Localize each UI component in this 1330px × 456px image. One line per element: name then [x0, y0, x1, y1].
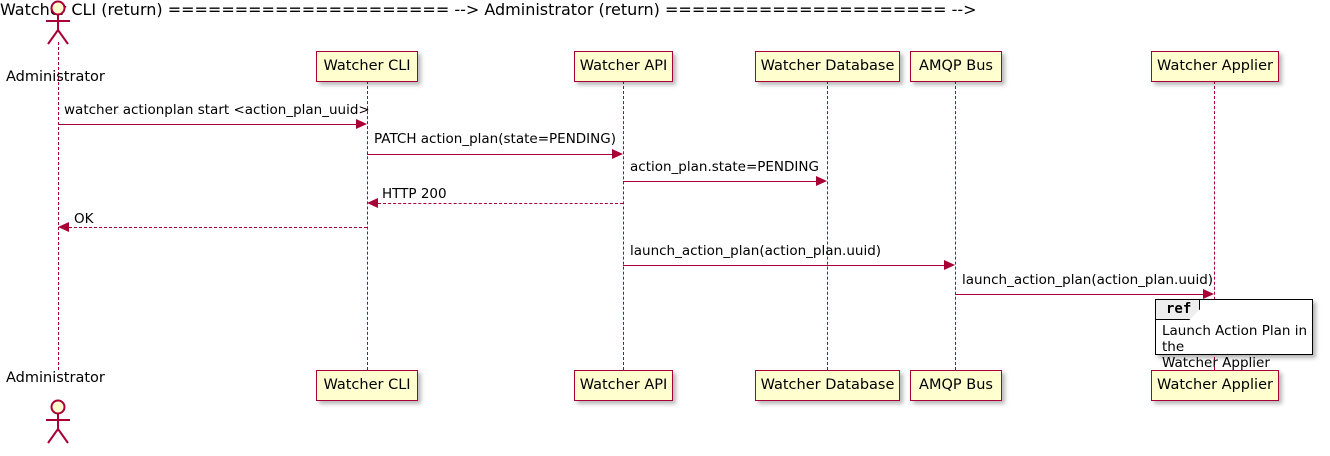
message-label-1: watcher actionplan start <action_plan_uu… [64, 102, 370, 118]
participant-box-watcher-api-top[interactable]: Watcher API [574, 51, 673, 82]
actor-label-administrator-top: Administrator [6, 69, 105, 85]
lifeline-administrator [58, 42, 59, 370]
ref-fragment-text-line2: Watcher Applier [1162, 355, 1270, 371]
message-label-6: launch_action_plan(action_plan.uuid) [630, 243, 882, 259]
ref-fragment-text: Launch Action Plan in the Watcher Applie… [1162, 323, 1312, 371]
participant-label-watcher-api-top: Watcher API [579, 58, 668, 74]
message-line-3 [623, 181, 816, 182]
message-line-2 [367, 154, 612, 155]
actor-stick-figure-icon [46, 0, 70, 45]
participant-label-watcher-database-top: Watcher Database [760, 58, 895, 74]
ref-fragment-box[interactable]: ref Launch Action Plan in the Watcher Ap… [1155, 299, 1313, 371]
message-label-7: launch_action_plan(action_plan.uuid) [962, 272, 1214, 288]
message-arrowhead-3 [816, 176, 827, 186]
participant-label-watcher-database-bottom: Watcher Database [760, 377, 895, 393]
participant-label-watcher-api-bottom: Watcher API [579, 377, 668, 393]
lifeline-watcher-applier [1214, 81, 1215, 370]
message-arrowhead-4 [367, 198, 378, 208]
participant-box-watcher-api-bottom[interactable]: Watcher API [574, 370, 673, 401]
participant-label-amqp-bus-top: AMQP Bus [919, 58, 993, 74]
lifeline-watcher-api [623, 81, 624, 370]
message-arrowhead-2 [612, 149, 623, 159]
participant-box-watcher-applier-top[interactable]: Watcher Applier [1151, 51, 1279, 82]
participant-box-watcher-cli-top[interactable]: Watcher CLI [316, 51, 418, 82]
message-label-3: action_plan.state=PENDING [630, 159, 819, 175]
message-label-4: HTTP 200 [382, 186, 447, 202]
message-arrowhead-1 [356, 119, 367, 129]
ref-fragment-text-line1: Launch Action Plan in the [1162, 323, 1308, 355]
actor-stick-figure-icon [46, 399, 70, 444]
ref-fragment-tab: ref [1156, 300, 1200, 320]
actor-administrator-bottom [35, 399, 81, 445]
participant-label-watcher-cli-bottom: Watcher CLI [323, 377, 411, 393]
message-line-6 [623, 265, 944, 266]
participant-label-watcher-cli-top: Watcher CLI [323, 58, 411, 74]
participant-box-watcher-applier-bottom[interactable]: Watcher Applier [1151, 370, 1279, 401]
participant-box-amqp-bus-top[interactable]: AMQP Bus [910, 51, 1002, 82]
lifeline-amqp-bus [955, 81, 956, 370]
message-line-5 [69, 227, 367, 228]
participant-label-amqp-bus-bottom: AMQP Bus [919, 377, 993, 393]
message-label-2: PATCH action_plan(state=PENDING) [374, 131, 616, 147]
message-arrowhead-7 [1203, 289, 1214, 299]
lifeline-watcher-cli [367, 81, 368, 370]
message-label-5: OK [74, 211, 94, 227]
participant-label-watcher-applier-top: Watcher Applier [1157, 58, 1273, 74]
participant-label-watcher-applier-bottom: Watcher Applier [1157, 377, 1273, 393]
participant-box-watcher-database-bottom[interactable]: Watcher Database [755, 370, 900, 401]
message-line-4 [378, 203, 623, 204]
message-arrowhead-6 [944, 260, 955, 270]
actor-label-administrator-bottom: Administrator [6, 370, 105, 386]
message-line-1 [58, 124, 356, 125]
lifeline-watcher-database [827, 81, 828, 370]
actor-administrator-top [35, 0, 81, 46]
participant-box-amqp-bus-bottom[interactable]: AMQP Bus [910, 370, 1002, 401]
participant-box-watcher-cli-bottom[interactable]: Watcher CLI [316, 370, 418, 401]
ref-fragment-tab-label: ref [1166, 301, 1192, 317]
message-line-7 [955, 294, 1203, 295]
message-arrowhead-5 [58, 222, 69, 232]
participant-box-watcher-database-top[interactable]: Watcher Database [755, 51, 900, 82]
